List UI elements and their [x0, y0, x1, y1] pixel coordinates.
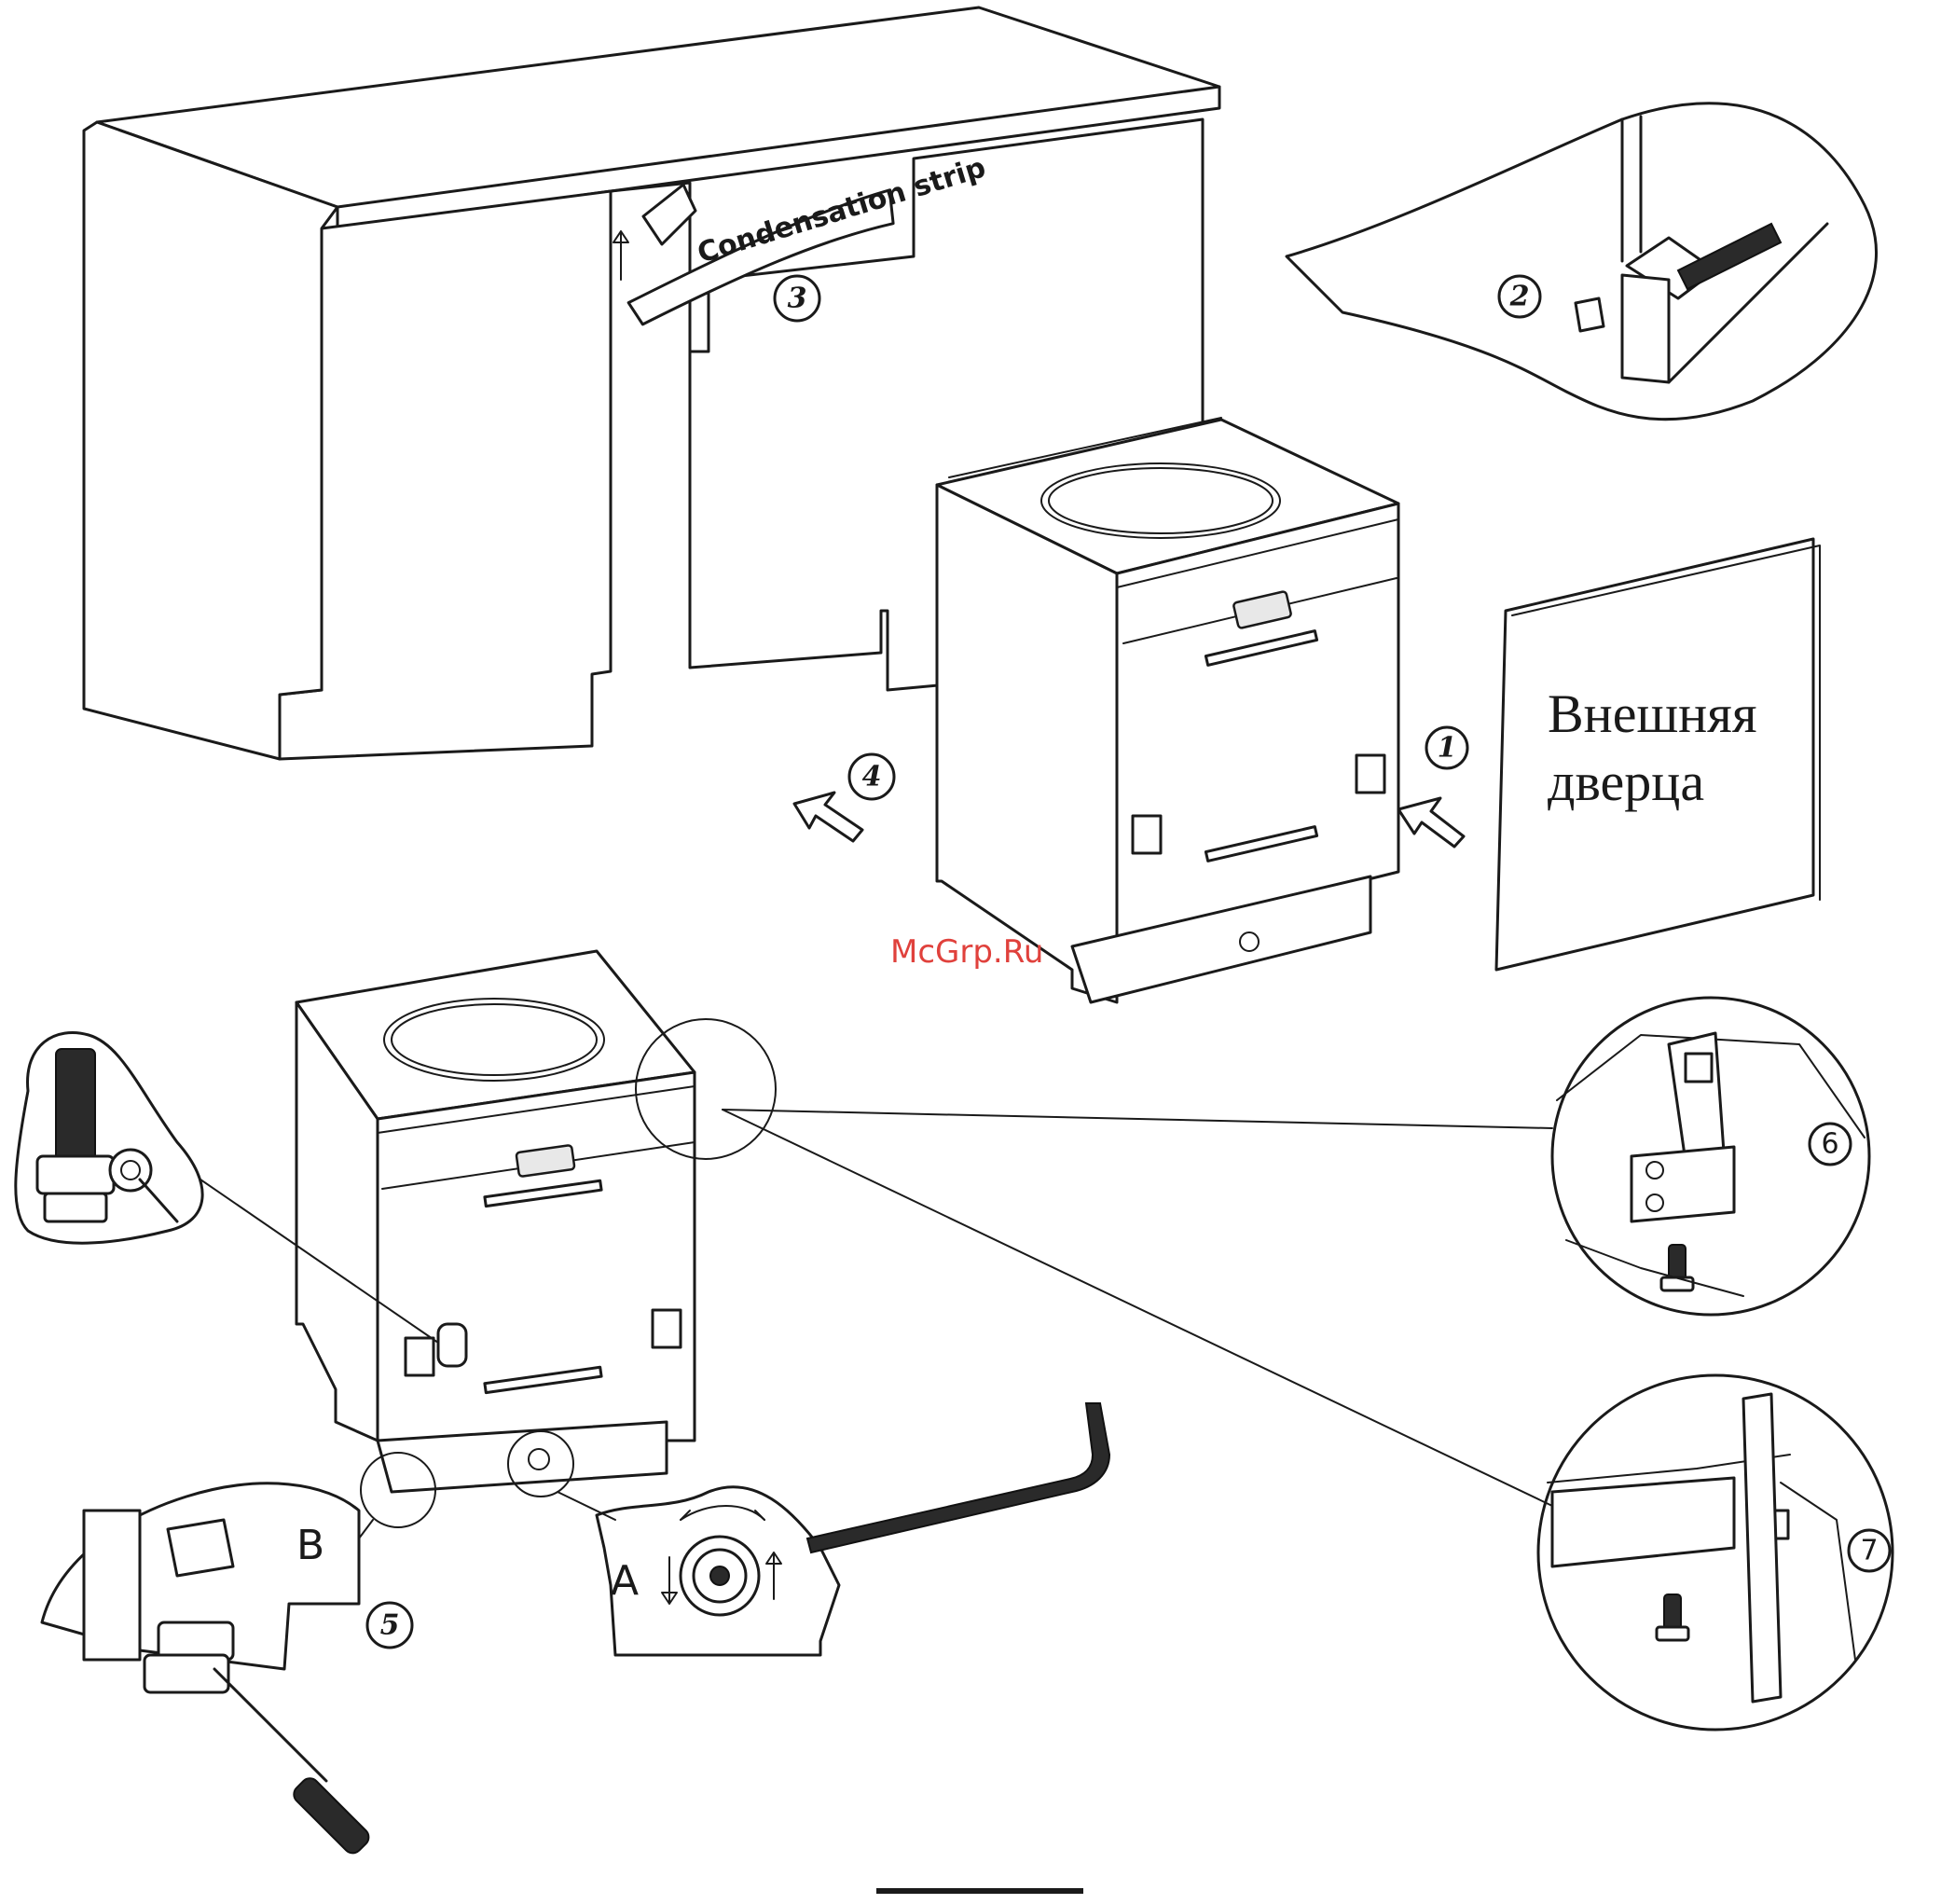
step-5-number: 5 — [380, 1609, 400, 1642]
detail-a-inset: A — [597, 1487, 839, 1655]
leader-line-6 — [723, 1110, 1552, 1128]
step-6-number: 6 — [1821, 1128, 1838, 1161]
step-2-number: 2 — [1509, 281, 1530, 313]
step-2-marker: 2 — [1499, 276, 1540, 317]
detail-7-circle: 7 — [1538, 1375, 1893, 1730]
step-4-number: 4 — [862, 761, 882, 793]
outer-door-label-line2: дверца — [1548, 752, 1704, 812]
leader-line-a — [558, 1492, 615, 1520]
step-3-marker: 3 — [775, 276, 819, 321]
step-1-number: 1 — [1438, 732, 1457, 765]
arrow-left-icon — [1398, 798, 1464, 847]
leader-line-b — [359, 1520, 373, 1538]
page-underline — [876, 1888, 1083, 1894]
detail-b-inset: B 5 — [42, 1483, 412, 1857]
step-1-marker: 1 — [1398, 727, 1467, 847]
detail-2-hinge-inset: 2 — [1287, 103, 1877, 420]
screwdriver-icon — [214, 1669, 373, 1857]
step-4-marker: 4 — [794, 754, 894, 841]
dishwasher-upper — [937, 418, 1398, 1002]
leader-line-7 — [723, 1110, 1552, 1506]
step-3-number: 3 — [788, 283, 807, 315]
dishwasher-lower — [296, 951, 695, 1492]
hex-key-icon — [807, 1403, 1109, 1552]
detail-6-circle: 6 — [1552, 998, 1869, 1315]
outer-door-label-line1: Внешняя — [1548, 683, 1757, 744]
adjustable-foot-icon — [145, 1622, 233, 1692]
watermark: McGrp.Ru — [890, 933, 1043, 971]
arrow-up-icon — [613, 231, 628, 280]
outer-door-panel: Внешняя дверца — [1496, 539, 1820, 970]
arrow-left-icon — [794, 793, 862, 841]
step-7-number: 7 — [1860, 1535, 1878, 1567]
detail-a-letter: A — [611, 1557, 639, 1605]
detail-b-letter: B — [296, 1522, 324, 1569]
